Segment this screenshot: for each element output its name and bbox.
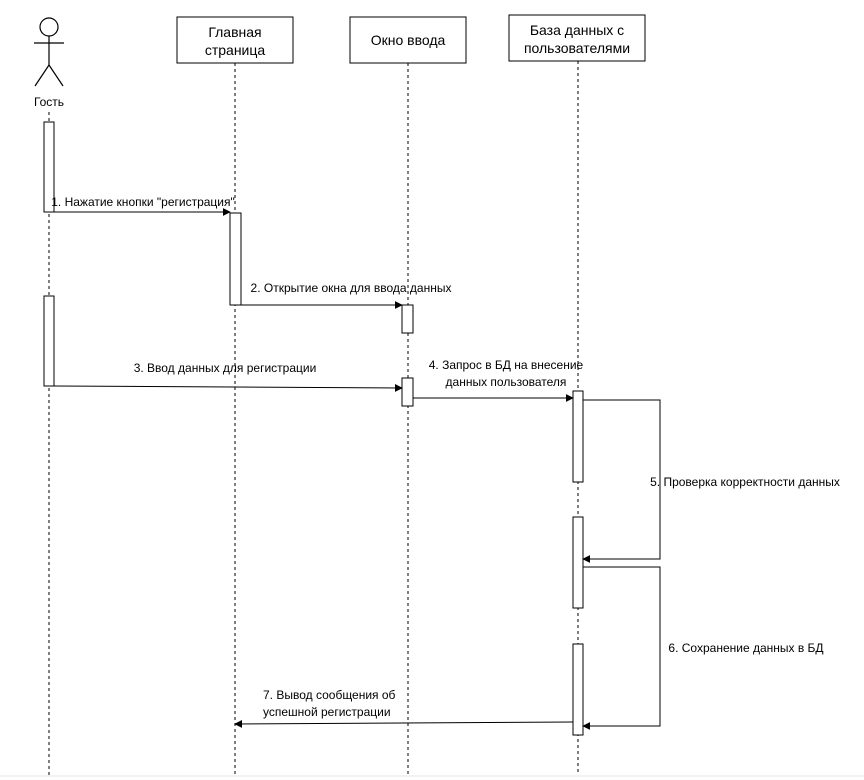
- message-5: 5. Проверка корректности данных: [582, 399, 840, 563]
- message-1-label: 1. Нажатие кнопки "регистрация": [51, 195, 235, 209]
- participant-main-page-label-line1: Главная: [208, 24, 261, 40]
- participant-user-db-box: [508, 14, 646, 62]
- message-3-label: 3. Ввод данных для регистрации: [134, 361, 317, 375]
- message-4-label-line2: данных пользователя: [446, 375, 567, 389]
- actor-guest: Гость: [34, 17, 64, 109]
- message-2: 2. Открытие окна для ввода данных: [241, 281, 452, 309]
- message-1: 1. Нажатие кнопки "регистрация": [44, 195, 235, 216]
- message-5-label: 5. Проверка корректности данных: [650, 475, 840, 489]
- participant-input-window-box: [349, 16, 467, 64]
- participant-input-window: Окно ввода: [349, 16, 467, 64]
- participant-main-page: Главная страница: [176, 16, 294, 64]
- participant-user-db: База данных с пользователями: [508, 14, 646, 62]
- message-3-arrow: [53, 383, 403, 392]
- activation-user-db-2: [572, 516, 584, 609]
- activation-main-page: [229, 212, 242, 306]
- message-7-label-line1: 7. Вывод сообщения об: [263, 688, 396, 702]
- message-5-arrow: [582, 399, 661, 563]
- message-6-label: 6. Сохранение данных в БД: [668, 641, 823, 655]
- participant-main-page-label-line2: страница: [205, 42, 266, 58]
- participant-user-db-label-line1: База данных с: [530, 22, 624, 38]
- participant-input-window-label: Окно ввода: [371, 32, 446, 48]
- participant-main-page-box: [176, 16, 294, 64]
- message-7-arrow: [234, 719, 574, 728]
- actor-guest-label: Гость: [34, 95, 64, 109]
- message-7: 7. Вывод сообщения об успешной регистрац…: [234, 688, 574, 728]
- activation-guest-2: [43, 295, 55, 387]
- message-4: 4. Запрос в БД на внесение данных пользо…: [413, 358, 584, 402]
- participant-user-db-label-line2: пользователями: [524, 40, 630, 56]
- actor-figure-icon: [34, 17, 64, 87]
- activation-input-window-1: [401, 304, 414, 334]
- activation-user-db-1: [572, 390, 584, 483]
- message-6-arrow: [582, 566, 661, 730]
- message-2-label: 2. Открытие окна для ввода данных: [251, 281, 452, 295]
- message-3: 3. Ввод данных для регистрации: [53, 361, 403, 392]
- message-7-label-line2: успешной регистрации: [263, 705, 391, 719]
- message-4-label-line1: 4. Запрос в БД на внесение: [429, 358, 584, 372]
- message-6: 6. Сохранение данных в БД: [582, 566, 824, 730]
- activation-user-db-3: [572, 643, 584, 736]
- activation-input-window-2: [401, 377, 414, 407]
